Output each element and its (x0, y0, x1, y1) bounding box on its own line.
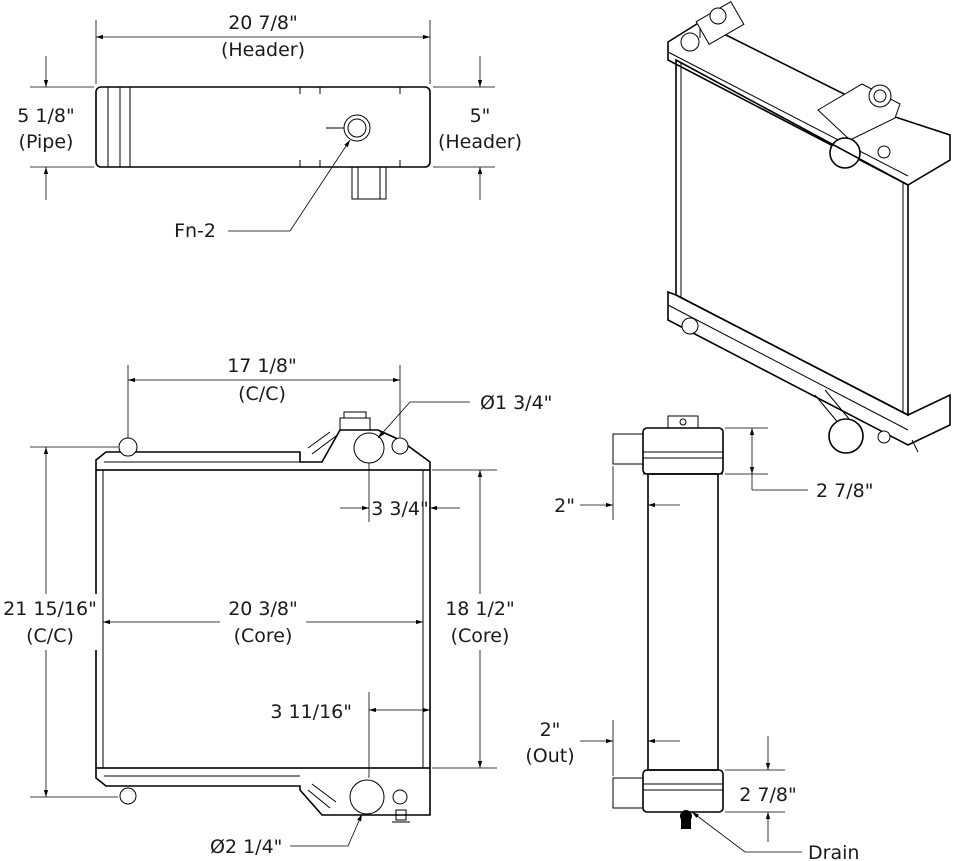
pipe-height-label: 5 1/8" (17, 105, 74, 127)
fill-neck-label: Fn-2 (174, 220, 216, 242)
side-outlet-pipe (612, 777, 644, 809)
isometric-view (667, 1, 951, 454)
iso-top-tank (667, 21, 951, 186)
core-height-note: (Core) (451, 625, 510, 647)
overall-cc-note: (C/C) (26, 625, 74, 647)
outlet-depth-note: (Out) (525, 745, 574, 767)
iso-bottom-tank (667, 290, 951, 446)
inlet-offset-label: 3 3/4" (371, 498, 428, 520)
fill-neck-leader (228, 139, 351, 232)
inlet-cc-note: (C/C) (238, 383, 286, 405)
overall-cc-label: 21 15/16" (3, 598, 97, 620)
top-view-pipe-stub (351, 166, 387, 200)
front-left-top-inlet (118, 437, 138, 457)
core-height-label: 18 1/2" (445, 598, 515, 620)
top-view: 20 7/8" (Header) 5 1/8" (Pipe) 5" (Heade… (17, 12, 522, 242)
side-view: 2 7/8" 2" 2" (Out) 2 7/8" Drain (525, 415, 873, 861)
front-left-bottom-inlet (119, 787, 137, 805)
front-view: 17 1/8" (C/C) Ø1 3/4" 3 3/4" 21 15/16" (… (3, 355, 552, 858)
outlet-diameter-leader (290, 813, 363, 847)
iso-filler-cap (868, 84, 892, 108)
front-filler-neck (339, 417, 371, 431)
outlet-depth-label: 2" (540, 719, 561, 741)
iso-bottom-outlet-pipe (828, 418, 864, 454)
outlet-diameter-label: Ø2 1/4" (210, 836, 282, 858)
iso-top-inlet-pipe (680, 32, 700, 52)
core-width-label: 20 3/8" (228, 598, 298, 620)
side-core (647, 473, 719, 771)
core-width-note: (Core) (234, 625, 293, 647)
top-tank-outline (95, 86, 431, 168)
side-bottom-tank (642, 769, 724, 813)
header-height-label: 5" (470, 105, 491, 127)
top-tank-height-label: 2 7/8" (816, 480, 873, 502)
drain-leader (691, 811, 802, 853)
header-width-label: 20 7/8" (228, 12, 298, 34)
inlet-cc-label: 17 1/8" (227, 355, 297, 377)
side-inlet-pipe (612, 433, 644, 465)
front-top-pipe (353, 432, 385, 464)
drain-label: Drain (808, 842, 859, 861)
side-top-tank (642, 427, 724, 475)
inlet-diameter-label: Ø1 3/4" (480, 392, 552, 414)
filler-neck-inner (347, 118, 367, 138)
front-bottom-outlet-pipe (349, 779, 385, 815)
inlet-diameter-leader (377, 401, 470, 439)
bottom-tank-height-label: 2 7/8" (739, 784, 796, 806)
iso-side-pipe (829, 137, 861, 169)
header-width-note: (Header) (221, 39, 305, 61)
pipe-height-note: (Pipe) (19, 131, 74, 153)
header-height-note: (Header) (438, 131, 522, 153)
outlet-offset-label: 3 11/16" (270, 701, 352, 723)
inlet-depth-label: 2" (554, 495, 575, 517)
